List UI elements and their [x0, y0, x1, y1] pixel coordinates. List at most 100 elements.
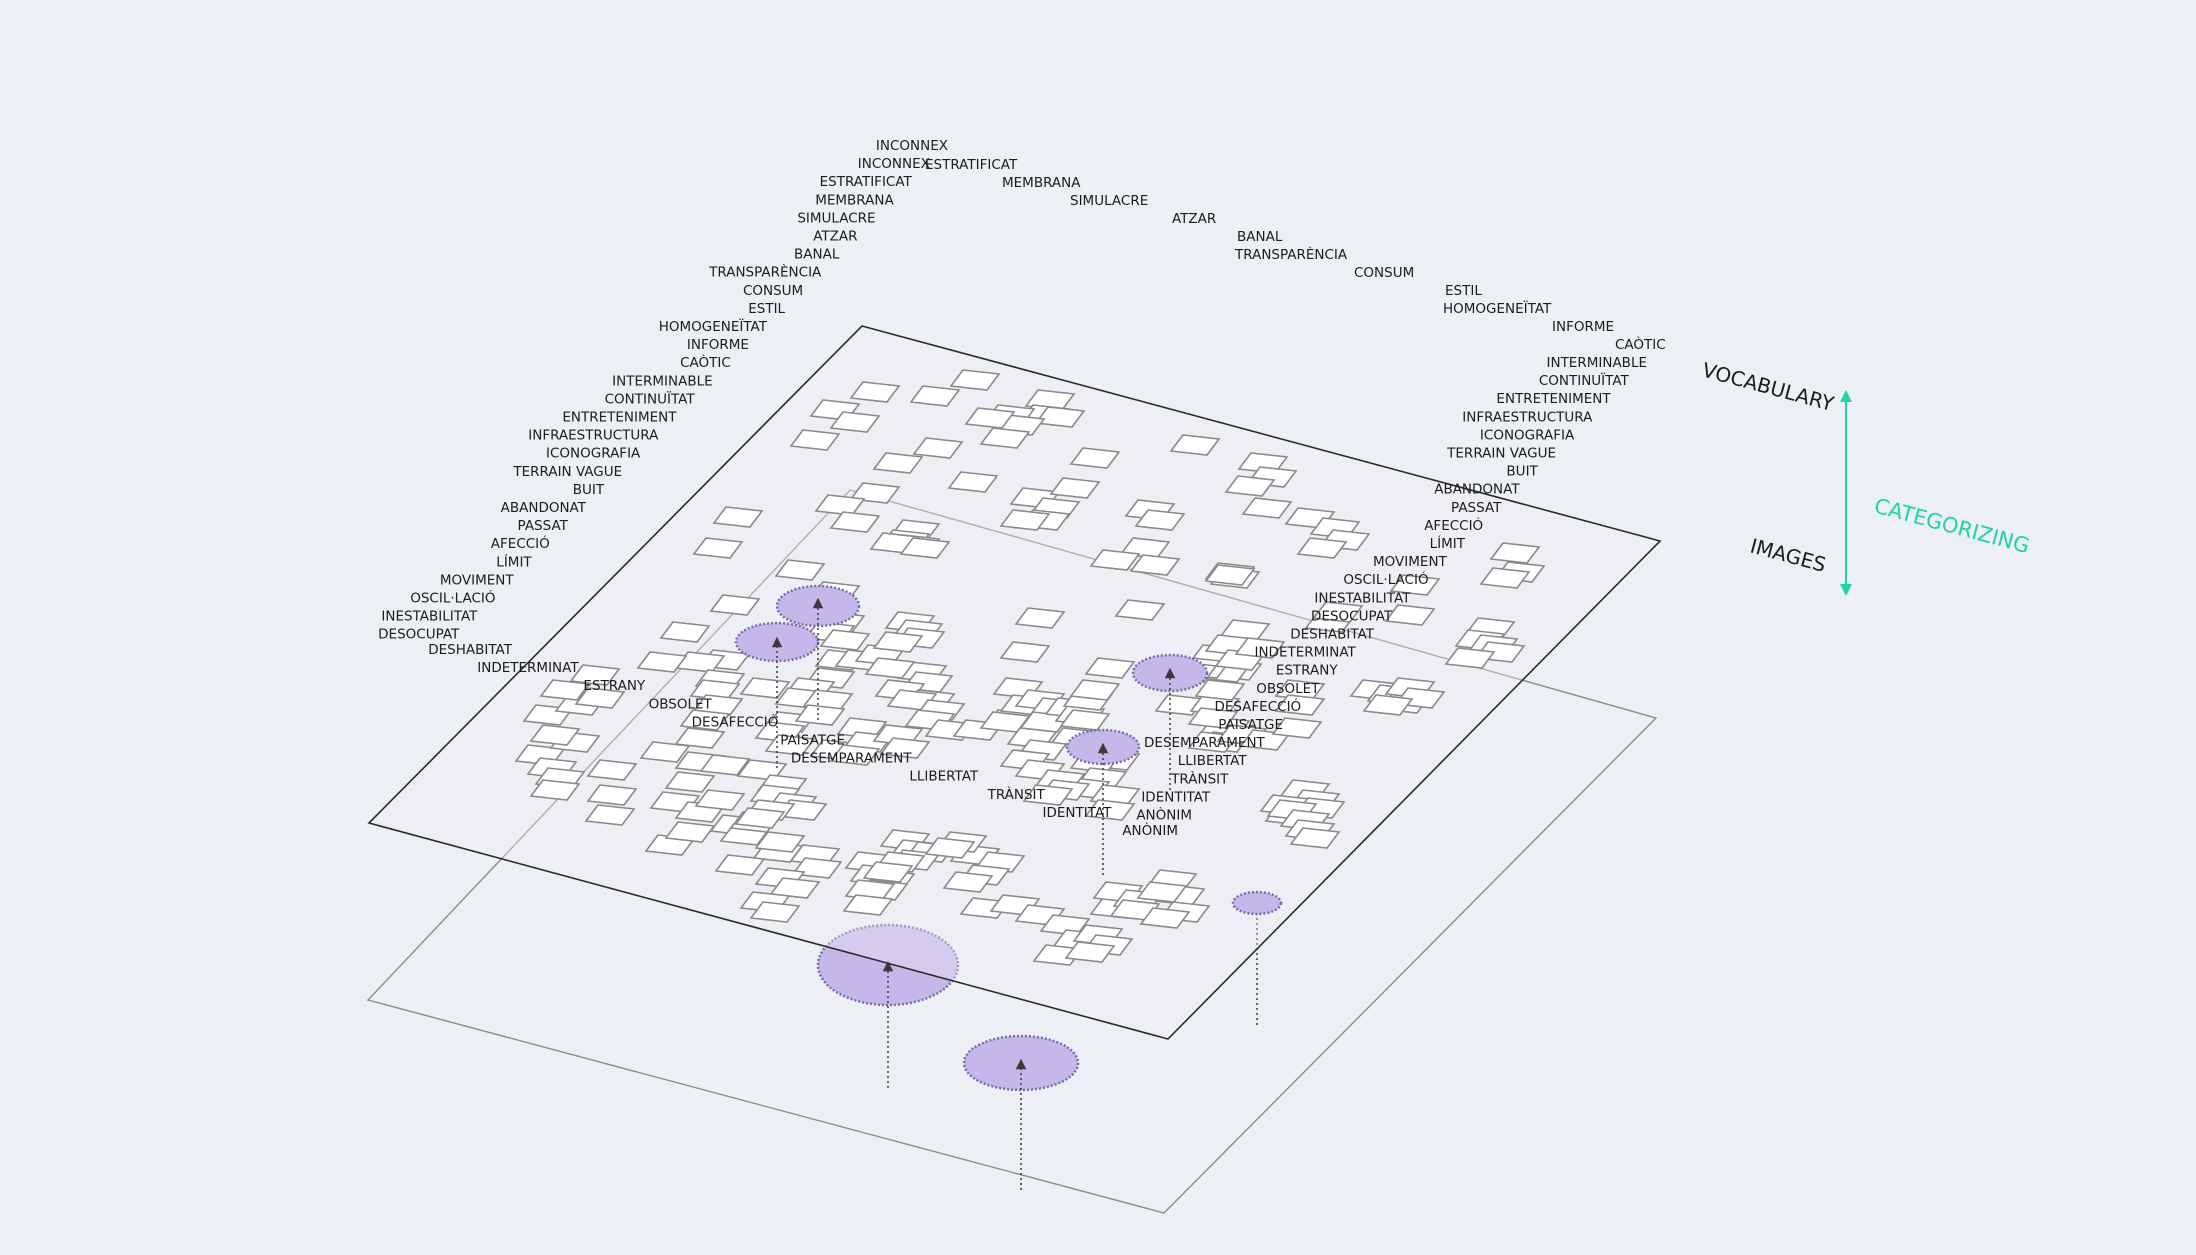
image-tile [794, 704, 846, 726]
vocabulary-word: BUIT [573, 482, 605, 498]
vocabulary-word: ANÒNIM [1136, 806, 1192, 824]
vocabulary-word: OBSOLET [649, 696, 713, 712]
vocabulary-word: INDETERMINAT [477, 660, 579, 676]
image-tile [636, 651, 688, 673]
vocabulary-word: HOMOGENEÏTAT [659, 317, 768, 335]
image-tile [899, 537, 951, 559]
vocabulary-word: MOVIMENT [1373, 554, 1448, 570]
image-tile [947, 471, 999, 493]
vocabulary-word: PAISATGE [1218, 717, 1283, 733]
vocabulary-word: ATZAR [813, 229, 857, 245]
image-tile [909, 385, 961, 407]
image-tile [709, 594, 761, 616]
vocabulary-word: PAISATGE [780, 733, 845, 749]
vocabulary-word: ATZAR [1172, 211, 1216, 227]
vocabulary-word: ESTRANY [583, 678, 646, 694]
vocabulary-word: DESEMPARAMENT [1144, 735, 1266, 751]
vocabulary-word: INESTABILITAT [1314, 590, 1411, 606]
image-tile [714, 854, 766, 876]
image-tile [586, 784, 638, 806]
vocabulary-word: INTERMINABLE [1546, 355, 1647, 371]
vocabulary-word: TRANSPARÈNCIA [708, 264, 822, 281]
image-tile [774, 559, 826, 581]
image-tile [1479, 567, 1531, 589]
image-tile [574, 687, 626, 709]
vocabulary-word: LÍMIT [1430, 535, 1466, 552]
vocabulary-word: HOMOGENEÏTAT [1443, 299, 1552, 317]
image-tile [829, 411, 881, 433]
image-tile [1241, 497, 1293, 519]
image-tile [872, 452, 924, 474]
image-tile [694, 789, 746, 811]
image-tile [539, 679, 591, 701]
vocabulary-word: OSCIL·LACIÓ [1343, 570, 1428, 588]
image-tile [924, 837, 976, 859]
image-tile [1129, 554, 1181, 576]
vocabulary-word: INFORME [1552, 319, 1614, 335]
image-tile [569, 664, 621, 686]
image-tile [819, 629, 871, 651]
image-tile [1204, 564, 1256, 586]
image-tile [842, 894, 894, 916]
vocabulary-word: INFRAESTRUCTURA [528, 428, 659, 444]
vocabulary-word: PASSAT [1451, 500, 1502, 516]
vocabulary-word: LLIBERTAT [1178, 753, 1248, 769]
image-tile [849, 482, 901, 504]
image-tile [1064, 941, 1116, 963]
vocabulary-word: LLIBERTAT [909, 769, 979, 785]
image-tile [679, 709, 731, 731]
vocabulary-word: MEMBRANA [815, 192, 894, 208]
vocabulary-word: ESTRATIFICAT [925, 157, 1018, 173]
image-tile [692, 694, 744, 716]
image-tile [862, 861, 914, 883]
image-tile [1362, 694, 1414, 716]
image-tile [999, 509, 1051, 531]
image-tile [1014, 607, 1066, 629]
vocabulary-word: OBSOLET [1256, 681, 1320, 697]
image-tile [764, 734, 816, 756]
image-tile [1032, 944, 1084, 966]
image-tile [1139, 907, 1191, 929]
category-blob [962, 1034, 1080, 1092]
vocabulary-word: MEMBRANA [1002, 175, 1081, 191]
vocabulary-word: DESHABITAT [428, 642, 513, 658]
upper-category-blobs [734, 584, 1283, 916]
vocabulary-word: CAÒTIC [1615, 335, 1666, 353]
image-tile [639, 741, 691, 763]
vocabulary-word: DESAFECCIÓ [692, 712, 779, 730]
vocabulary-word: DESOCUPAT [1311, 608, 1393, 624]
vocabulary-word: AFECCIÓ [491, 534, 550, 552]
image-tile [1271, 717, 1323, 739]
vocabulary-word: ESTIL [1445, 283, 1482, 299]
image-tile [664, 771, 716, 793]
image-tile [1444, 647, 1496, 669]
vocabulary-word: CONTINUÏTAT [605, 389, 696, 407]
image-tile [1069, 447, 1121, 469]
vocabulary-word: ABANDONAT [501, 500, 587, 516]
vocabulary-word: CONTINUÏTAT [1539, 371, 1630, 389]
image-tile [584, 804, 636, 826]
image-tile [712, 506, 764, 528]
vocabulary-word: OSCIL·LACIÓ [410, 589, 495, 607]
vocabulary-word: TERRAIN VAGUE [1446, 446, 1556, 462]
image-tile [586, 759, 638, 781]
vocabulary-word: INDETERMINAT [1254, 645, 1356, 661]
image-tile [749, 901, 801, 923]
image-tile [1384, 604, 1436, 626]
image-tile [1084, 799, 1136, 821]
vocabulary-word: AFECCIÓ [1424, 516, 1483, 534]
images-label: IMAGES [1748, 534, 1829, 577]
categorizing-label: CATEGORIZING [1872, 494, 2032, 559]
vocabulary-word: SIMULACRE [1070, 193, 1148, 209]
image-tile [864, 657, 916, 679]
image-tile [1034, 406, 1086, 428]
vocabulary-word: ESTRANY [1276, 663, 1339, 679]
vocabulary-word: INFRAESTRUCTURA [1462, 409, 1593, 425]
vocabulary-word: DESAFECCIÓ [1214, 697, 1301, 715]
image-tile [1274, 694, 1326, 716]
vocabulary-word: TRÀNSIT [987, 786, 1046, 803]
image-tile [529, 779, 581, 801]
image-tile [1187, 707, 1239, 729]
vocabulary-word: ENTRETENIMENT [562, 410, 677, 426]
vocabulary-word: DESHABITAT [1290, 627, 1375, 643]
